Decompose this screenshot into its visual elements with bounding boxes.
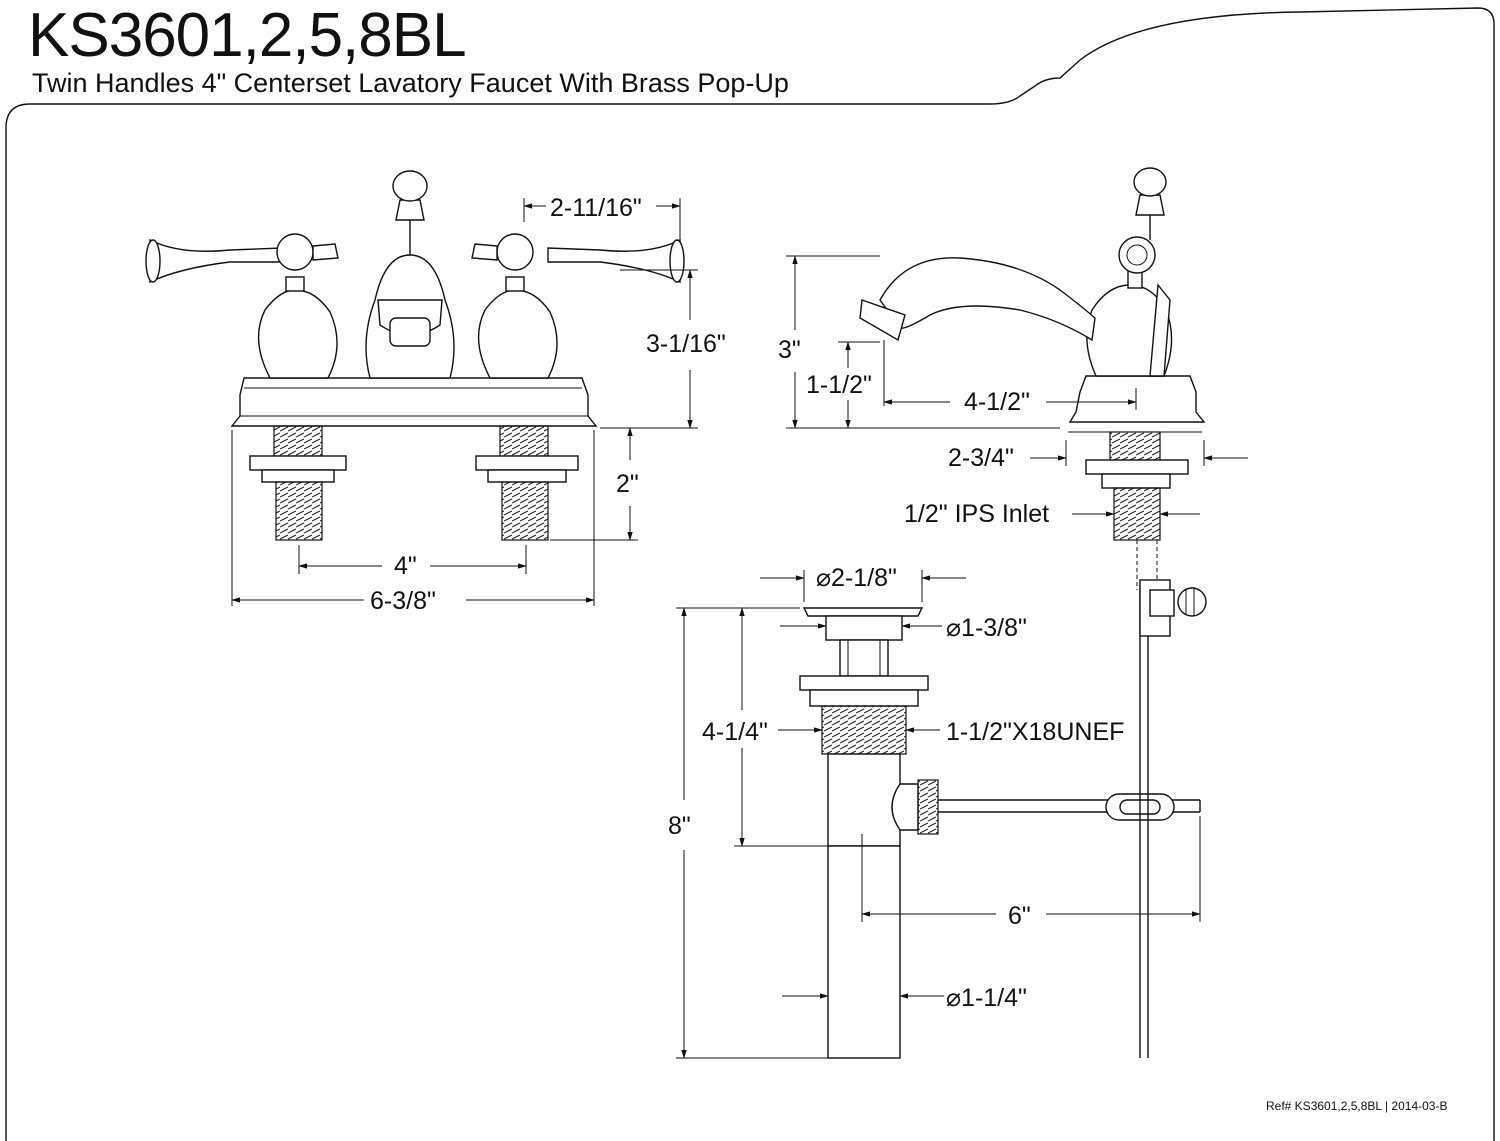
dim-thread: 1-1/2"X18UNEF — [946, 718, 1124, 746]
dim-handle-offset: 2-11/16" — [550, 194, 642, 222]
dim-aerator-height: 1-1/2" — [806, 371, 872, 399]
dim-inlet: 1/2" IPS Inlet — [904, 500, 1049, 528]
front-view — [145, 170, 685, 541]
dim-spout-reach: 4-1/2" — [964, 388, 1030, 416]
dim-flange-dia: ⌀2-1/8" — [816, 564, 897, 592]
drain-dimensions: ⌀2-1/8" ⌀1-3/8" 4-1/4" 1-1/2"X18UNEF 8" … — [668, 564, 1201, 1059]
dim-drain-body: 4-1/4" — [702, 718, 768, 746]
dim-shank-length: 2" — [616, 470, 639, 498]
drain-assembly — [799, 579, 1207, 1059]
dim-side-height: 3" — [778, 336, 801, 364]
sheet-border — [5, 7, 1495, 1141]
reference-note: Ref# KS3601,2,5,8BL | 2014-03-B — [1266, 1099, 1447, 1113]
front-dimensions: 2-11/16" 3-1/16" 2" 4" 6-3/8" — [231, 194, 726, 615]
dim-drain-length: 8" — [668, 812, 691, 840]
dim-tailpiece-dia: ⌀1-1/4" — [946, 984, 1027, 1012]
dim-front-height: 3-1/16" — [646, 330, 726, 358]
dim-overall-width: 6-3/8" — [370, 587, 436, 615]
page-subtitle: Twin Handles 4" Centerset Lavatory Fauce… — [32, 68, 789, 98]
dim-stopper-dia: ⌀1-3/8" — [946, 614, 1027, 642]
dim-rod-length: 6" — [1008, 902, 1031, 930]
dim-center-spacing: 4" — [394, 552, 417, 580]
side-view — [859, 167, 1206, 590]
page-title: KS3601,2,5,8BL — [28, 1, 467, 70]
side-dimensions: 3" 1-1/2" 4-1/2" 2-3/4" 1/2" IPS Inlet — [778, 255, 1248, 528]
dim-base-depth: 2-3/4" — [948, 444, 1014, 472]
